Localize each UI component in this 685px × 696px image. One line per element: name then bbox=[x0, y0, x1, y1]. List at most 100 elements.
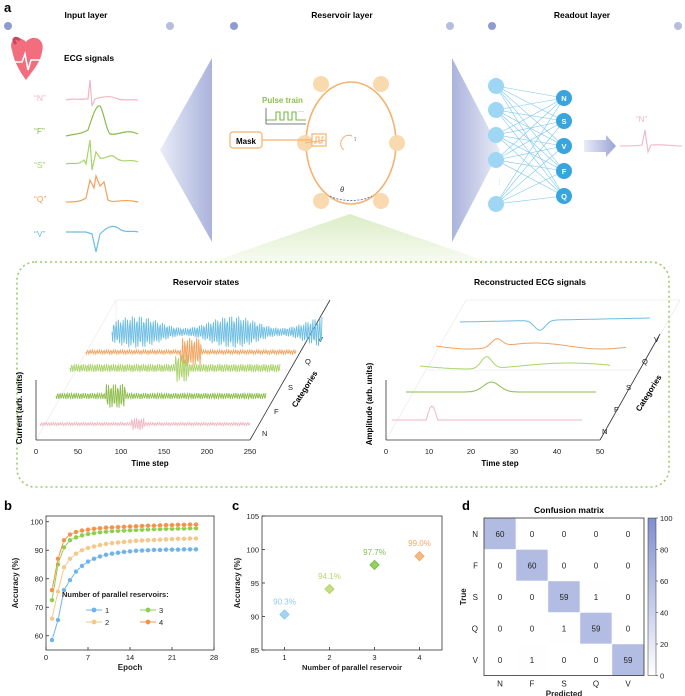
rc-xlabel: Time step bbox=[481, 459, 518, 468]
matrix-cell bbox=[515, 549, 549, 582]
reconstructed-trace bbox=[435, 338, 627, 350]
series-2-point bbox=[133, 538, 139, 544]
rc-xtick-4: 40 bbox=[553, 447, 561, 456]
cell-value: 60 bbox=[496, 530, 505, 539]
readout-edge bbox=[495, 97, 565, 161]
y-axis-label: Accuracy (%) bbox=[11, 557, 20, 608]
ecg-wave-n bbox=[65, 79, 139, 107]
x-tick-label: 1 bbox=[282, 653, 286, 662]
series-2-point bbox=[121, 539, 127, 545]
rc-cat-n: N bbox=[602, 427, 607, 436]
series-3-point bbox=[79, 532, 85, 538]
series-3-point bbox=[49, 597, 55, 603]
input-node bbox=[488, 152, 504, 168]
series-1-point bbox=[157, 547, 163, 553]
data-label: 97.7% bbox=[363, 548, 386, 557]
series-4-point bbox=[127, 523, 133, 530]
confusion-title: Confusion matrix bbox=[534, 505, 604, 515]
series-2-point bbox=[175, 536, 181, 542]
readout-edge bbox=[495, 85, 565, 147]
reconstructed-trace bbox=[460, 317, 650, 331]
series-4-point bbox=[139, 523, 145, 529]
rs-xtick-5: 250 bbox=[244, 447, 257, 456]
cell-value: 1 bbox=[530, 656, 535, 665]
readout-wedge bbox=[452, 58, 500, 242]
ecg-wave-s bbox=[65, 139, 139, 171]
colorbar-tick-label: 20 bbox=[660, 640, 668, 649]
y-tick-label: 90 bbox=[35, 546, 43, 555]
reservoir-states-plot: Reservoir states 0 50 100 150 200 250 Ti… bbox=[15, 277, 331, 468]
series-2-point bbox=[139, 537, 145, 544]
readout-node-s: S bbox=[561, 117, 566, 126]
ecg-signals: “N” “F” “S” “Q” “V” bbox=[34, 79, 139, 253]
cell-value: 0 bbox=[594, 561, 599, 570]
heart-icon bbox=[11, 36, 43, 80]
series-1-point bbox=[169, 547, 175, 553]
readout-edge bbox=[495, 145, 565, 205]
series-2-point bbox=[103, 541, 109, 547]
header-input: Input layer bbox=[65, 10, 109, 20]
series-4-point bbox=[67, 531, 73, 538]
series-2-point bbox=[91, 543, 97, 550]
matrix-cell bbox=[611, 612, 645, 645]
ecg-wave-v bbox=[65, 225, 139, 253]
reservoir-state-trace bbox=[55, 384, 267, 408]
readout-edge bbox=[495, 145, 565, 161]
data-label: 90.3% bbox=[273, 597, 296, 606]
series-1-point bbox=[121, 549, 127, 555]
data-label: 99.0% bbox=[408, 539, 431, 548]
rs-cat-f: F bbox=[274, 407, 279, 416]
series-1-point bbox=[79, 563, 85, 569]
series-4-point bbox=[163, 522, 169, 528]
series-4-point bbox=[91, 526, 97, 532]
series-4-point bbox=[193, 521, 199, 528]
readout-edge bbox=[495, 120, 565, 205]
matrix-cell bbox=[579, 549, 613, 582]
y-tick-label: 85 bbox=[251, 646, 259, 655]
x-tick-label: 14 bbox=[126, 653, 134, 662]
reservoir-states-title: Reservoir states bbox=[173, 277, 239, 287]
ecg-label-q: “Q” bbox=[34, 194, 46, 204]
legend-title: Number of parallel reservoirs: bbox=[62, 590, 169, 599]
data-point bbox=[279, 609, 290, 620]
series-1-point bbox=[85, 559, 91, 565]
rc-zlabel: Categories bbox=[634, 373, 664, 413]
cell-value: 0 bbox=[626, 561, 631, 570]
row-label: V bbox=[473, 656, 479, 665]
col-label: Q bbox=[593, 680, 599, 689]
readout-node-n: N bbox=[561, 94, 566, 103]
legend-marker-4 bbox=[145, 619, 151, 625]
y-tick-label: 95 bbox=[251, 579, 259, 588]
input-node bbox=[488, 196, 504, 212]
series-1-point bbox=[139, 547, 145, 554]
series-1-point bbox=[61, 587, 67, 593]
rs-cat-s: S bbox=[288, 383, 293, 392]
readout-network: ⋮ bbox=[488, 78, 565, 212]
y-tick-label: 90 bbox=[251, 613, 259, 622]
cell-value: 0 bbox=[562, 656, 567, 665]
series-2-point bbox=[115, 539, 121, 546]
series-1-point bbox=[109, 551, 115, 557]
tau-label: τ bbox=[354, 137, 357, 143]
series-4-point bbox=[121, 524, 127, 530]
x-tick-label: 21 bbox=[168, 653, 176, 662]
x-axis-label: Number of parallel reservoir bbox=[302, 663, 402, 672]
readout-edge bbox=[495, 85, 565, 172]
series-2-point bbox=[109, 540, 115, 546]
y-tick-label: 80 bbox=[35, 575, 43, 584]
legend-label-2: 2 bbox=[105, 618, 109, 627]
cell-value: 0 bbox=[594, 530, 599, 539]
series-2-point bbox=[67, 556, 73, 562]
mask-block: Mask bbox=[229, 131, 327, 149]
colorbar-tick-label: 60 bbox=[660, 577, 668, 586]
input-node bbox=[488, 78, 504, 94]
series-2-point bbox=[145, 537, 151, 543]
y-axis-label: True bbox=[459, 588, 468, 605]
data-point bbox=[369, 559, 380, 571]
x-axis-label: Epoch bbox=[118, 663, 143, 672]
matrix-cell bbox=[515, 612, 549, 645]
matrix-cell bbox=[515, 517, 549, 550]
matrix-cell bbox=[515, 580, 549, 613]
